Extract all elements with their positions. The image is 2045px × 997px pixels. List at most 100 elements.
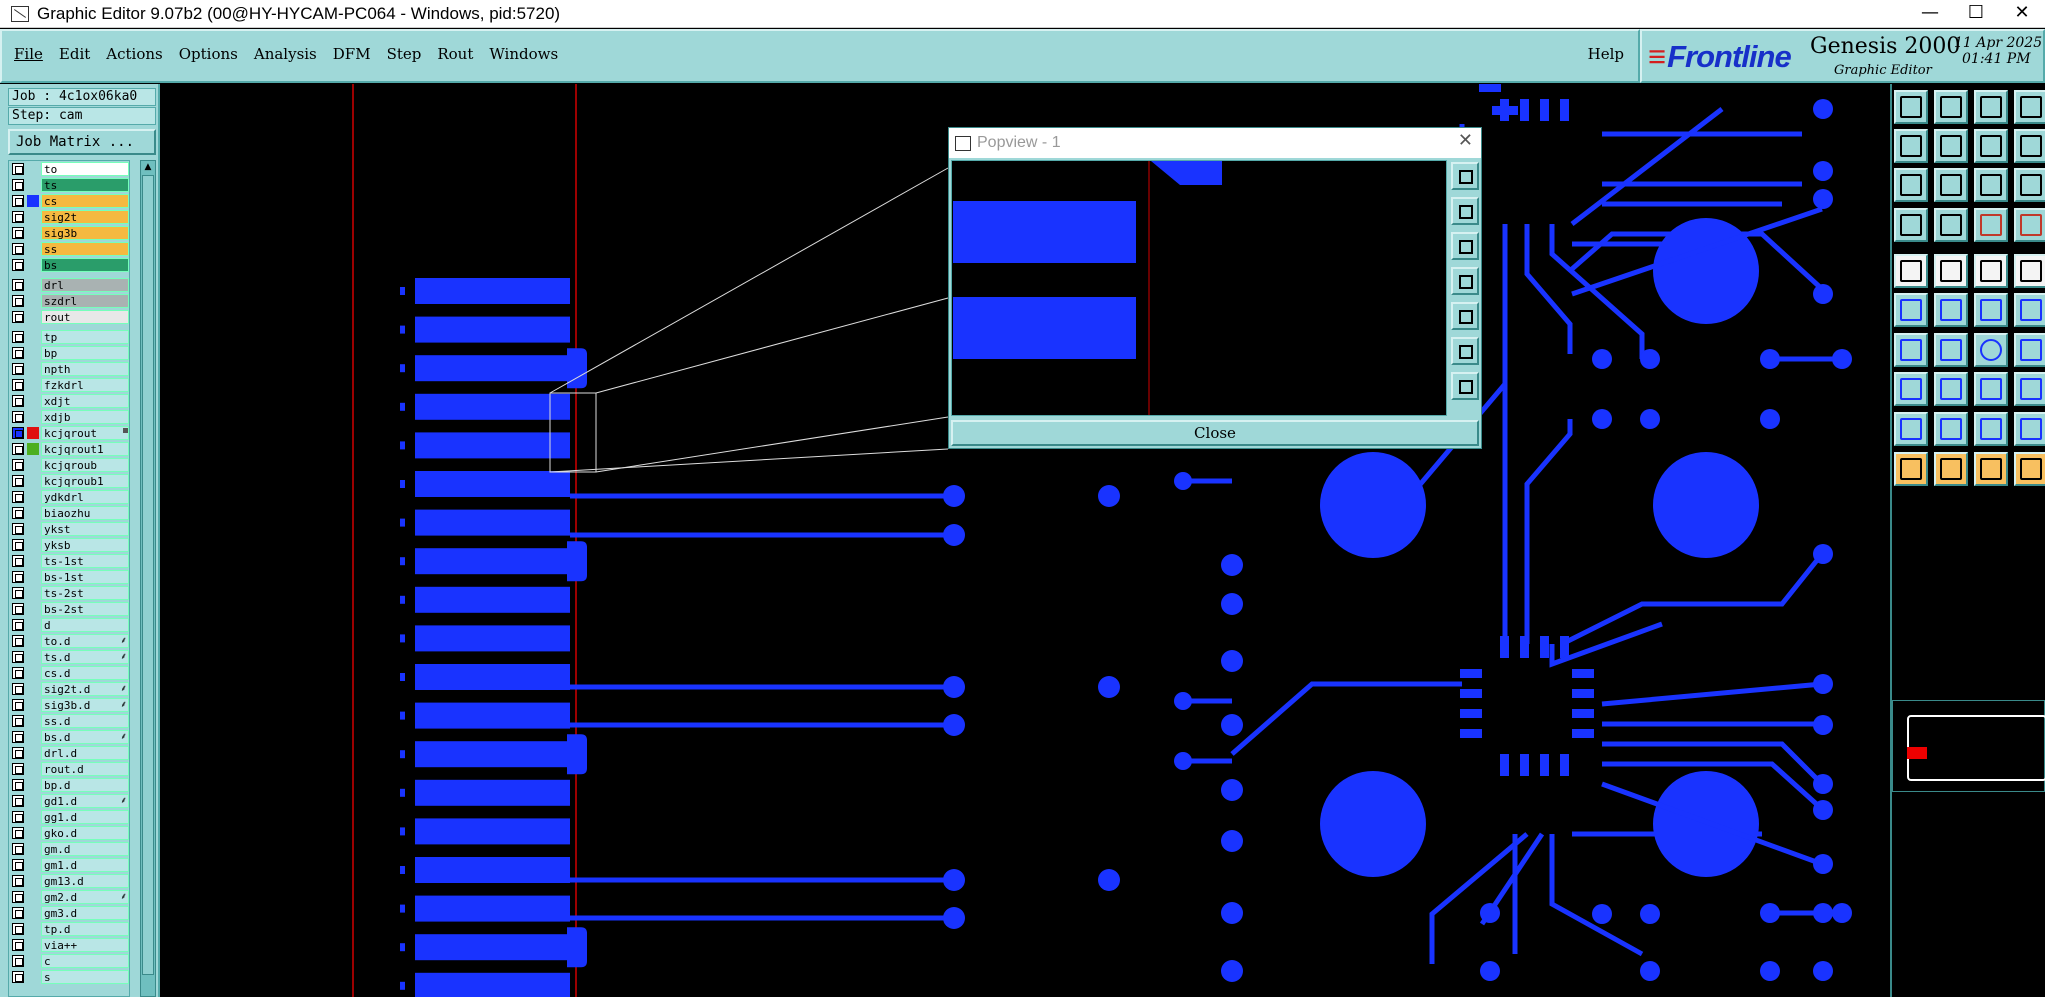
menu-rout[interactable]: Rout <box>437 45 474 63</box>
layer-display-checkbox[interactable] <box>12 243 24 255</box>
layer-row[interactable]: ss.d <box>9 713 129 729</box>
layer-name[interactable]: kcjqrout1 <box>41 442 129 456</box>
zoom-extent-icon[interactable] <box>1894 168 1928 202</box>
layer-row[interactable]: szdrl <box>9 293 129 309</box>
layer-color-swatch[interactable] <box>27 259 39 271</box>
layer-color-swatch[interactable] <box>27 179 39 191</box>
layer-color-swatch[interactable] <box>27 279 39 291</box>
snap-b-icon[interactable] <box>1974 412 2008 446</box>
pan-right-icon[interactable] <box>1934 129 1968 163</box>
layer-color-swatch[interactable] <box>27 311 39 323</box>
layer-display-checkbox[interactable] <box>12 195 24 207</box>
layer-name[interactable]: kcjqrout <box>41 426 129 440</box>
popview-center-icon[interactable] <box>1451 372 1479 400</box>
layer-name[interactable]: ts <box>41 178 129 192</box>
layer-name[interactable]: gm13.d <box>41 874 129 888</box>
pointer3-icon[interactable] <box>1974 452 2008 486</box>
layer-name[interactable]: xdjb <box>41 410 129 424</box>
layer-display-checkbox[interactable] <box>12 667 24 679</box>
layer-display-checkbox[interactable] <box>12 811 24 823</box>
layer-name[interactable]: ss <box>41 242 129 256</box>
layer-scrollbar[interactable]: ▲ <box>140 160 156 997</box>
layer-display-checkbox[interactable] <box>12 571 24 583</box>
angle-icon[interactable] <box>1894 333 1928 367</box>
layer-row[interactable]: xdjt <box>9 393 129 409</box>
menu-analysis[interactable]: Analysis <box>253 45 317 63</box>
layer-color-swatch[interactable] <box>27 475 39 487</box>
layer-display-checkbox[interactable] <box>12 779 24 791</box>
snap-a-icon[interactable] <box>1934 412 1968 446</box>
layer-color-swatch[interactable] <box>27 667 39 679</box>
arc-icon[interactable] <box>1974 333 2008 367</box>
layer-color-swatch[interactable] <box>27 507 39 519</box>
layer-color-swatch[interactable] <box>27 603 39 615</box>
layer-name[interactable]: sig2t <box>41 210 129 224</box>
layer-name[interactable]: ts-1st <box>41 554 129 568</box>
ratio-icon[interactable] <box>1974 168 2008 202</box>
line-icon[interactable] <box>1934 333 1968 367</box>
layer-name[interactable]: s <box>41 970 129 984</box>
layer-display-checkbox[interactable] <box>12 635 24 647</box>
array-icon[interactable] <box>1894 372 1928 406</box>
layer-display-checkbox[interactable] <box>12 379 24 391</box>
menu-dfm[interactable]: DFM <box>332 45 371 63</box>
delete-icon[interactable] <box>1934 293 1968 327</box>
menu-step[interactable]: Step <box>386 45 422 63</box>
home-icon[interactable] <box>1974 90 2008 124</box>
layer-display-checkbox[interactable] <box>12 491 24 503</box>
layer-display-checkbox[interactable] <box>12 279 24 291</box>
layer-color-swatch[interactable] <box>27 523 39 535</box>
layer-row[interactable]: d <box>9 617 129 633</box>
layer-name[interactable]: d <box>41 618 129 632</box>
layer-display-checkbox[interactable] <box>12 619 24 631</box>
layer-display-checkbox[interactable] <box>12 747 24 759</box>
copy-icon[interactable] <box>2014 293 2045 327</box>
layer-display-checkbox[interactable] <box>12 651 24 663</box>
layer-name[interactable]: ts.d⸙ <box>41 650 129 664</box>
popview-pan-icon[interactable] <box>1451 232 1479 260</box>
layer-row[interactable]: tp.d <box>9 921 129 937</box>
layer-display-checkbox[interactable] <box>12 363 24 375</box>
popview-title-bar[interactable]: Popview - 1 ✕ <box>949 128 1481 158</box>
layer-name[interactable]: bs-2st <box>41 602 129 616</box>
layer-color-swatch[interactable] <box>27 827 39 839</box>
layer-color-swatch[interactable] <box>27 163 39 175</box>
layer-row[interactable]: bp.d <box>9 777 129 793</box>
layer-name[interactable]: cs.d <box>41 666 129 680</box>
layer-row[interactable]: sig2t <box>9 209 129 225</box>
layer-row[interactable]: sig2t.d⸙ <box>9 681 129 697</box>
layer-display-checkbox[interactable] <box>12 827 24 839</box>
layer-display-checkbox[interactable] <box>12 443 24 455</box>
layer-display-checkbox[interactable] <box>12 311 24 323</box>
layer-row[interactable]: via++ <box>9 937 129 953</box>
layer-color-swatch[interactable] <box>27 491 39 503</box>
layer-name[interactable]: bp.d <box>41 778 129 792</box>
popview-close-icon[interactable]: ✕ <box>1457 130 1473 151</box>
layer-display-checkbox[interactable] <box>12 295 24 307</box>
layer-name[interactable]: tp <box>41 330 129 344</box>
layer-display-checkbox[interactable] <box>12 211 24 223</box>
layer-display-checkbox[interactable] <box>12 939 24 951</box>
layer-color-swatch[interactable] <box>27 331 39 343</box>
popview-zoom-in-icon[interactable] <box>1451 162 1479 190</box>
layer-color-swatch[interactable] <box>27 971 39 983</box>
layer-row[interactable]: ts <box>9 177 129 193</box>
layer-color-swatch[interactable] <box>27 555 39 567</box>
layer-name[interactable]: ss.d <box>41 714 129 728</box>
layer-row[interactable]: kcjqroub1 <box>9 473 129 489</box>
layer-row[interactable]: xdjb <box>9 409 129 425</box>
layer-compare-icon[interactable] <box>1974 208 2008 242</box>
layer-row[interactable]: bs.d⸙ <box>9 729 129 745</box>
layer-color-swatch[interactable] <box>27 763 39 775</box>
layer-name[interactable]: bp <box>41 346 129 360</box>
layer-color-swatch[interactable] <box>27 923 39 935</box>
scroll-up-icon[interactable]: ▲ <box>144 162 152 172</box>
layer-name[interactable]: to <box>41 162 129 176</box>
layer-display-checkbox[interactable] <box>12 795 24 807</box>
layer-display-checkbox[interactable] <box>12 731 24 743</box>
layer-color-swatch[interactable] <box>27 619 39 631</box>
layer-color-swatch[interactable] <box>27 843 39 855</box>
layer-display-checkbox[interactable] <box>12 763 24 775</box>
layer-display-checkbox[interactable] <box>12 347 24 359</box>
layer-name[interactable]: yksb <box>41 538 129 552</box>
